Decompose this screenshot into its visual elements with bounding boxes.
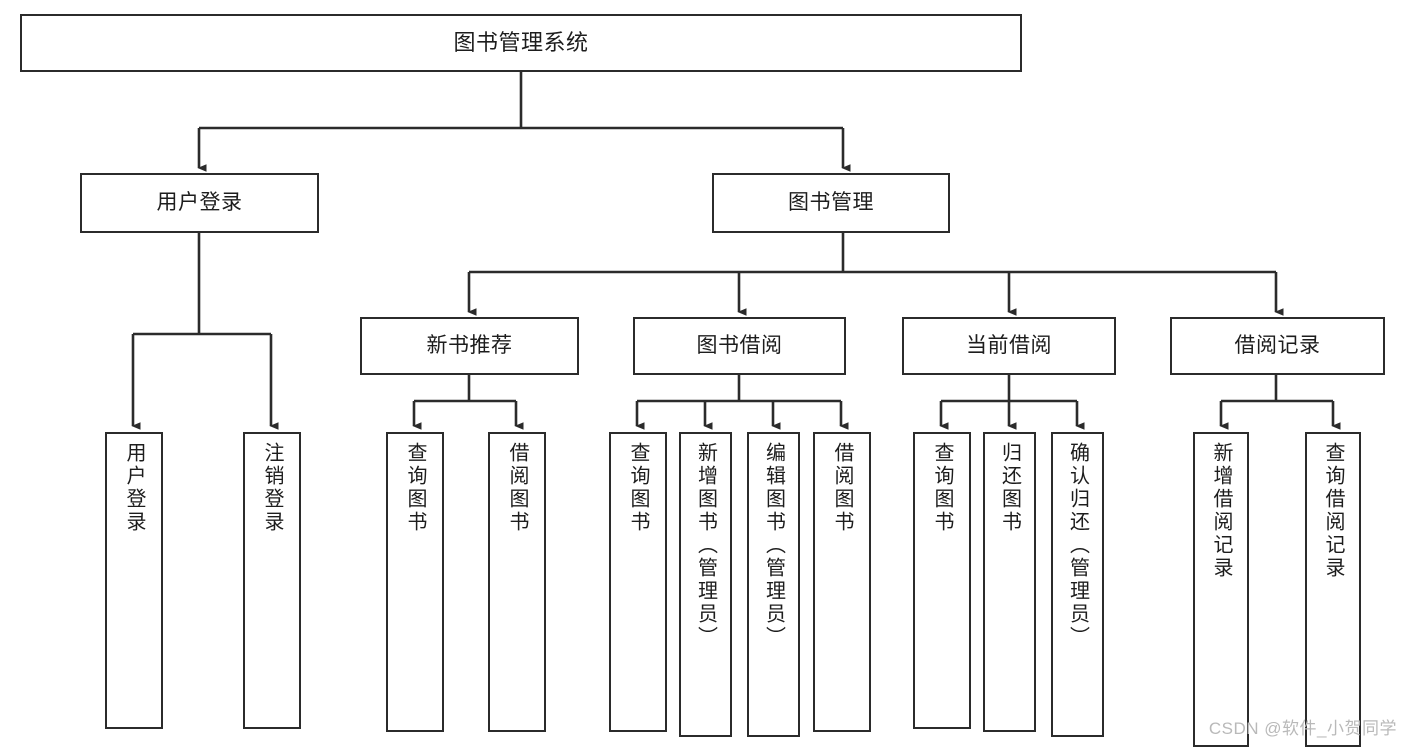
leaf-logout[interactable]: 注销登录: [243, 432, 301, 729]
node-root-book-management-system[interactable]: 图书管理系统: [20, 14, 1022, 72]
node-label: 图书借阅: [696, 333, 783, 357]
node-borrow-record[interactable]: 借阅记录: [1170, 317, 1385, 375]
csdn-watermark: CSDN @软件_小贺同学: [1208, 719, 1397, 738]
node-label: 新书推荐: [426, 333, 513, 357]
leaf-new-book-query[interactable]: 查询图书: [386, 432, 444, 732]
node-label: 查询图书: [931, 442, 953, 534]
node-label: 归还图书: [998, 442, 1021, 534]
leaf-borrow-add-book-admin[interactable]: 新增图书（管理员）: [679, 432, 732, 737]
leaf-current-confirm-return-admin[interactable]: 确认归还（管理员）: [1051, 432, 1104, 737]
node-label: 借阅图书: [506, 442, 528, 534]
node-label: 编辑图书（管理员）: [762, 442, 785, 649]
node-label: 用户登录: [156, 190, 243, 214]
node-label: 用户登录: [123, 442, 145, 534]
node-label: 图书管理: [788, 190, 874, 214]
leaf-current-query-book[interactable]: 查询图书: [913, 432, 971, 729]
leaf-current-return-book[interactable]: 归还图书: [983, 432, 1036, 732]
leaf-borrow-edit-book-admin[interactable]: 编辑图书（管理员）: [747, 432, 800, 737]
node-label: 新增借阅记录: [1210, 442, 1232, 580]
node-label: 注销登录: [261, 442, 283, 534]
node-label: 新增图书（管理员）: [694, 442, 717, 649]
node-book-management[interactable]: 图书管理: [712, 173, 950, 233]
node-label: 借阅记录: [1234, 333, 1321, 357]
leaf-borrow-query-book[interactable]: 查询图书: [609, 432, 667, 732]
node-label: 查询借阅记录: [1322, 442, 1344, 580]
node-label: 确认归还（管理员）: [1066, 442, 1089, 649]
leaf-user-login[interactable]: 用户登录: [105, 432, 163, 729]
node-user-login[interactable]: 用户登录: [80, 173, 319, 233]
leaf-record-query[interactable]: 查询借阅记录: [1305, 432, 1361, 747]
node-new-book-recommend[interactable]: 新书推荐: [360, 317, 579, 375]
node-label: 借阅图书: [831, 442, 853, 534]
node-label: 查询图书: [627, 442, 649, 534]
node-label: 图书管理系统: [453, 30, 589, 56]
node-book-borrow[interactable]: 图书借阅: [633, 317, 846, 375]
leaf-new-book-borrow[interactable]: 借阅图书: [488, 432, 546, 732]
node-label: 当前借阅: [966, 333, 1052, 357]
node-current-borrow[interactable]: 当前借阅: [902, 317, 1116, 375]
node-label: 查询图书: [404, 442, 426, 534]
leaf-record-add[interactable]: 新增借阅记录: [1193, 432, 1249, 747]
leaf-borrow-borrow-book[interactable]: 借阅图书: [813, 432, 871, 732]
